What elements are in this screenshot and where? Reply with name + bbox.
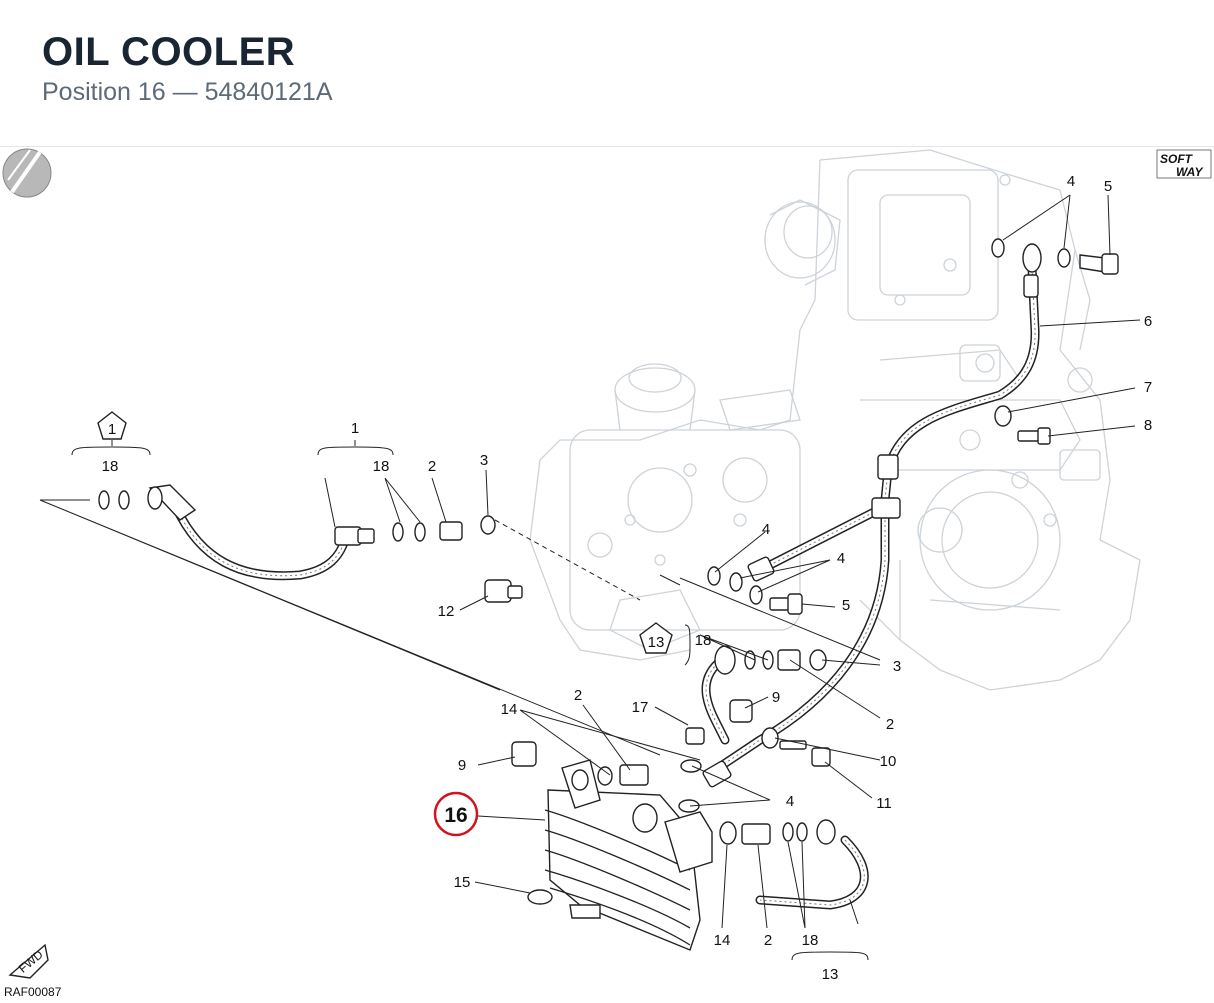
callout-13: 13	[822, 966, 839, 983]
highlight-ring	[433, 791, 479, 837]
page-title: OIL COOLER	[42, 30, 296, 74]
callout-12: 12	[438, 603, 455, 620]
callout-10: 10	[880, 753, 897, 770]
highlight-label: 16	[444, 804, 467, 827]
leader-lines	[39, 194, 1141, 961]
callout-9: 9	[772, 689, 780, 706]
callout-4: 4	[762, 521, 770, 538]
callout-2: 2	[428, 458, 436, 475]
callout-18: 18	[373, 458, 390, 475]
callout-3: 3	[480, 452, 488, 469]
page-subtitle: Position 16 — 54840121A	[42, 78, 333, 106]
logo-line1: SOFT	[1160, 152, 1194, 166]
engine-outline	[529, 149, 1141, 691]
callout-5: 5	[842, 597, 850, 614]
callout-2: 2	[764, 932, 772, 949]
callout-18: 18	[102, 458, 119, 475]
outlet-fittings-13	[719, 819, 869, 910]
callout-15: 15	[454, 874, 471, 891]
union-2-left	[439, 515, 496, 541]
callout-17: 17	[632, 699, 649, 716]
callout-18: 18	[802, 932, 819, 949]
callout-5: 5	[1104, 178, 1112, 195]
callout-7: 7	[1144, 379, 1152, 396]
callout-14: 14	[501, 701, 518, 718]
ref-pentagon-13: 13	[639, 622, 673, 654]
callout-9: 9	[458, 757, 466, 774]
page-header: OIL COOLER Position 16 — 54840121A	[0, 0, 1214, 147]
callout-11: 11	[876, 795, 892, 812]
hose-13-inlet	[701, 645, 736, 745]
callout-1: 1	[351, 420, 359, 437]
callout-2: 2	[886, 716, 894, 733]
svg-text:1: 1	[108, 421, 116, 438]
callout-8: 8	[1144, 417, 1152, 434]
callout-4: 4	[837, 550, 845, 567]
plug-12	[484, 579, 523, 603]
o-rings-18-left	[98, 490, 426, 542]
callout-4: 4	[1067, 173, 1075, 190]
oil-cooler-16	[527, 759, 713, 951]
exploded-parts-diagram: SOFT WAY	[2, 148, 1212, 999]
callout-2: 2	[574, 687, 582, 704]
highlight-callout-16: 16	[433, 791, 479, 837]
drawing-reference: RAF00087	[4, 985, 62, 999]
svg-text:13: 13	[648, 634, 665, 651]
callout-numbers: 1 18 18 2 3 12 4 5 6 7 8 4 4 5 18 3 2 9 …	[102, 173, 1153, 983]
callout-4: 4	[786, 793, 794, 810]
logo-line2: WAY	[1176, 165, 1203, 179]
softway-logo: SOFT WAY	[1156, 149, 1212, 179]
callout-14: 14	[714, 932, 731, 949]
fwd-arrow-icon: FWD	[8, 943, 49, 979]
ref-pentagon-1: 1	[97, 411, 127, 440]
callout-18: 18	[695, 632, 712, 649]
callout-6: 6	[1144, 313, 1152, 330]
callout-3: 3	[893, 658, 901, 675]
compass-icon	[2, 148, 52, 198]
hose-6	[877, 243, 1042, 505]
fittings-right	[511, 238, 1119, 813]
hose-assembly-1	[147, 484, 375, 581]
